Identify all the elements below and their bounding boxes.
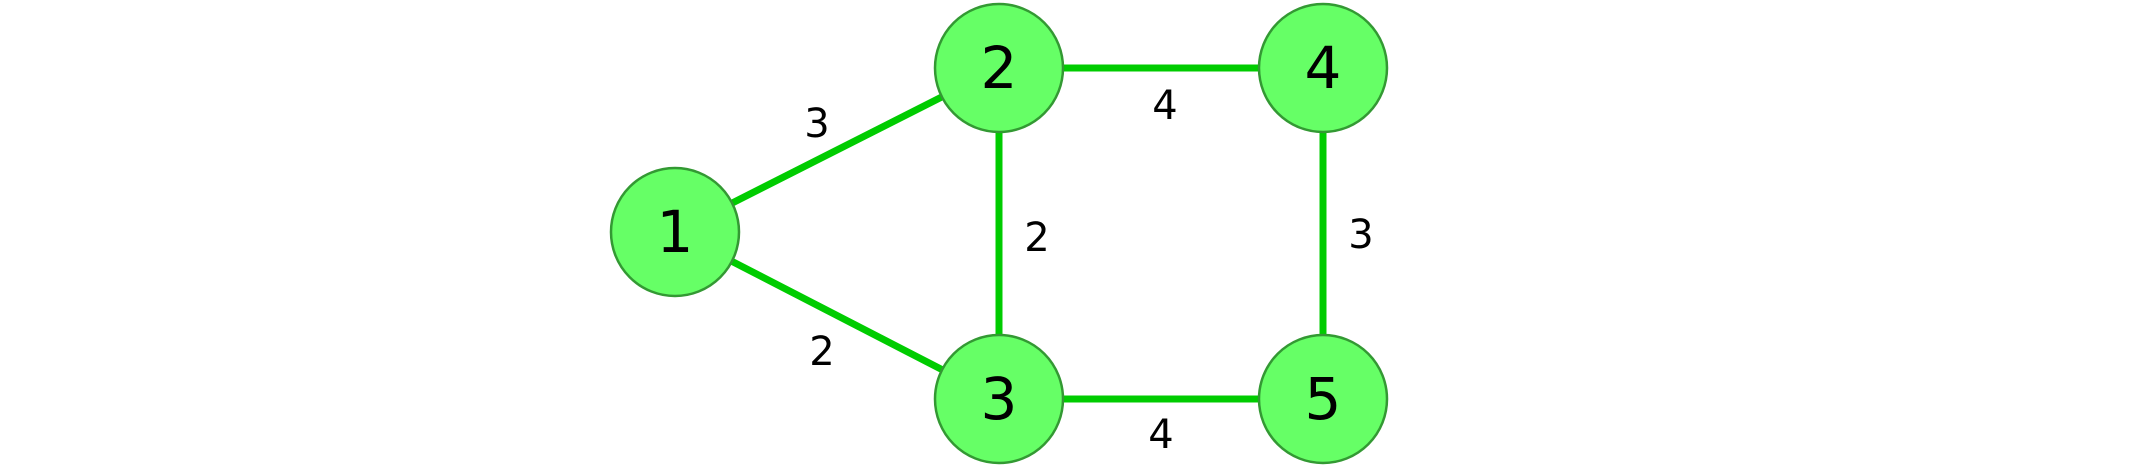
edge-weight-2-4: 4 — [1152, 83, 1177, 129]
node-1-label: 1 — [657, 198, 694, 266]
node-4-label: 4 — [1305, 34, 1342, 102]
node-3-circle — [933, 333, 1065, 465]
edge-weight-2-3: 2 — [1024, 215, 1049, 261]
node-2: 2 — [933, 2, 1065, 134]
edge-weight-3-5: 4 — [1148, 412, 1173, 458]
node-1-circle — [609, 166, 741, 298]
node-1: 1 — [609, 166, 741, 298]
node-5: 5 — [1257, 333, 1389, 465]
edge-weight-4-5: 3 — [1348, 212, 1373, 258]
node-3-label: 3 — [981, 365, 1018, 433]
edge-weight-1-2: 3 — [804, 101, 829, 147]
node-3: 3 — [933, 333, 1065, 465]
node-4-circle — [1257, 2, 1389, 134]
node-2-circle — [933, 2, 1065, 134]
node-4: 4 — [1257, 2, 1389, 134]
node-2-label: 2 — [981, 34, 1018, 102]
edge-weights: 3 2 2 4 4 3 — [804, 83, 1373, 458]
edge-weight-1-3: 2 — [809, 329, 834, 375]
nodes: 1 2 3 4 5 — [609, 2, 1389, 465]
node-5-label: 5 — [1305, 365, 1342, 433]
node-5-circle — [1257, 333, 1389, 465]
